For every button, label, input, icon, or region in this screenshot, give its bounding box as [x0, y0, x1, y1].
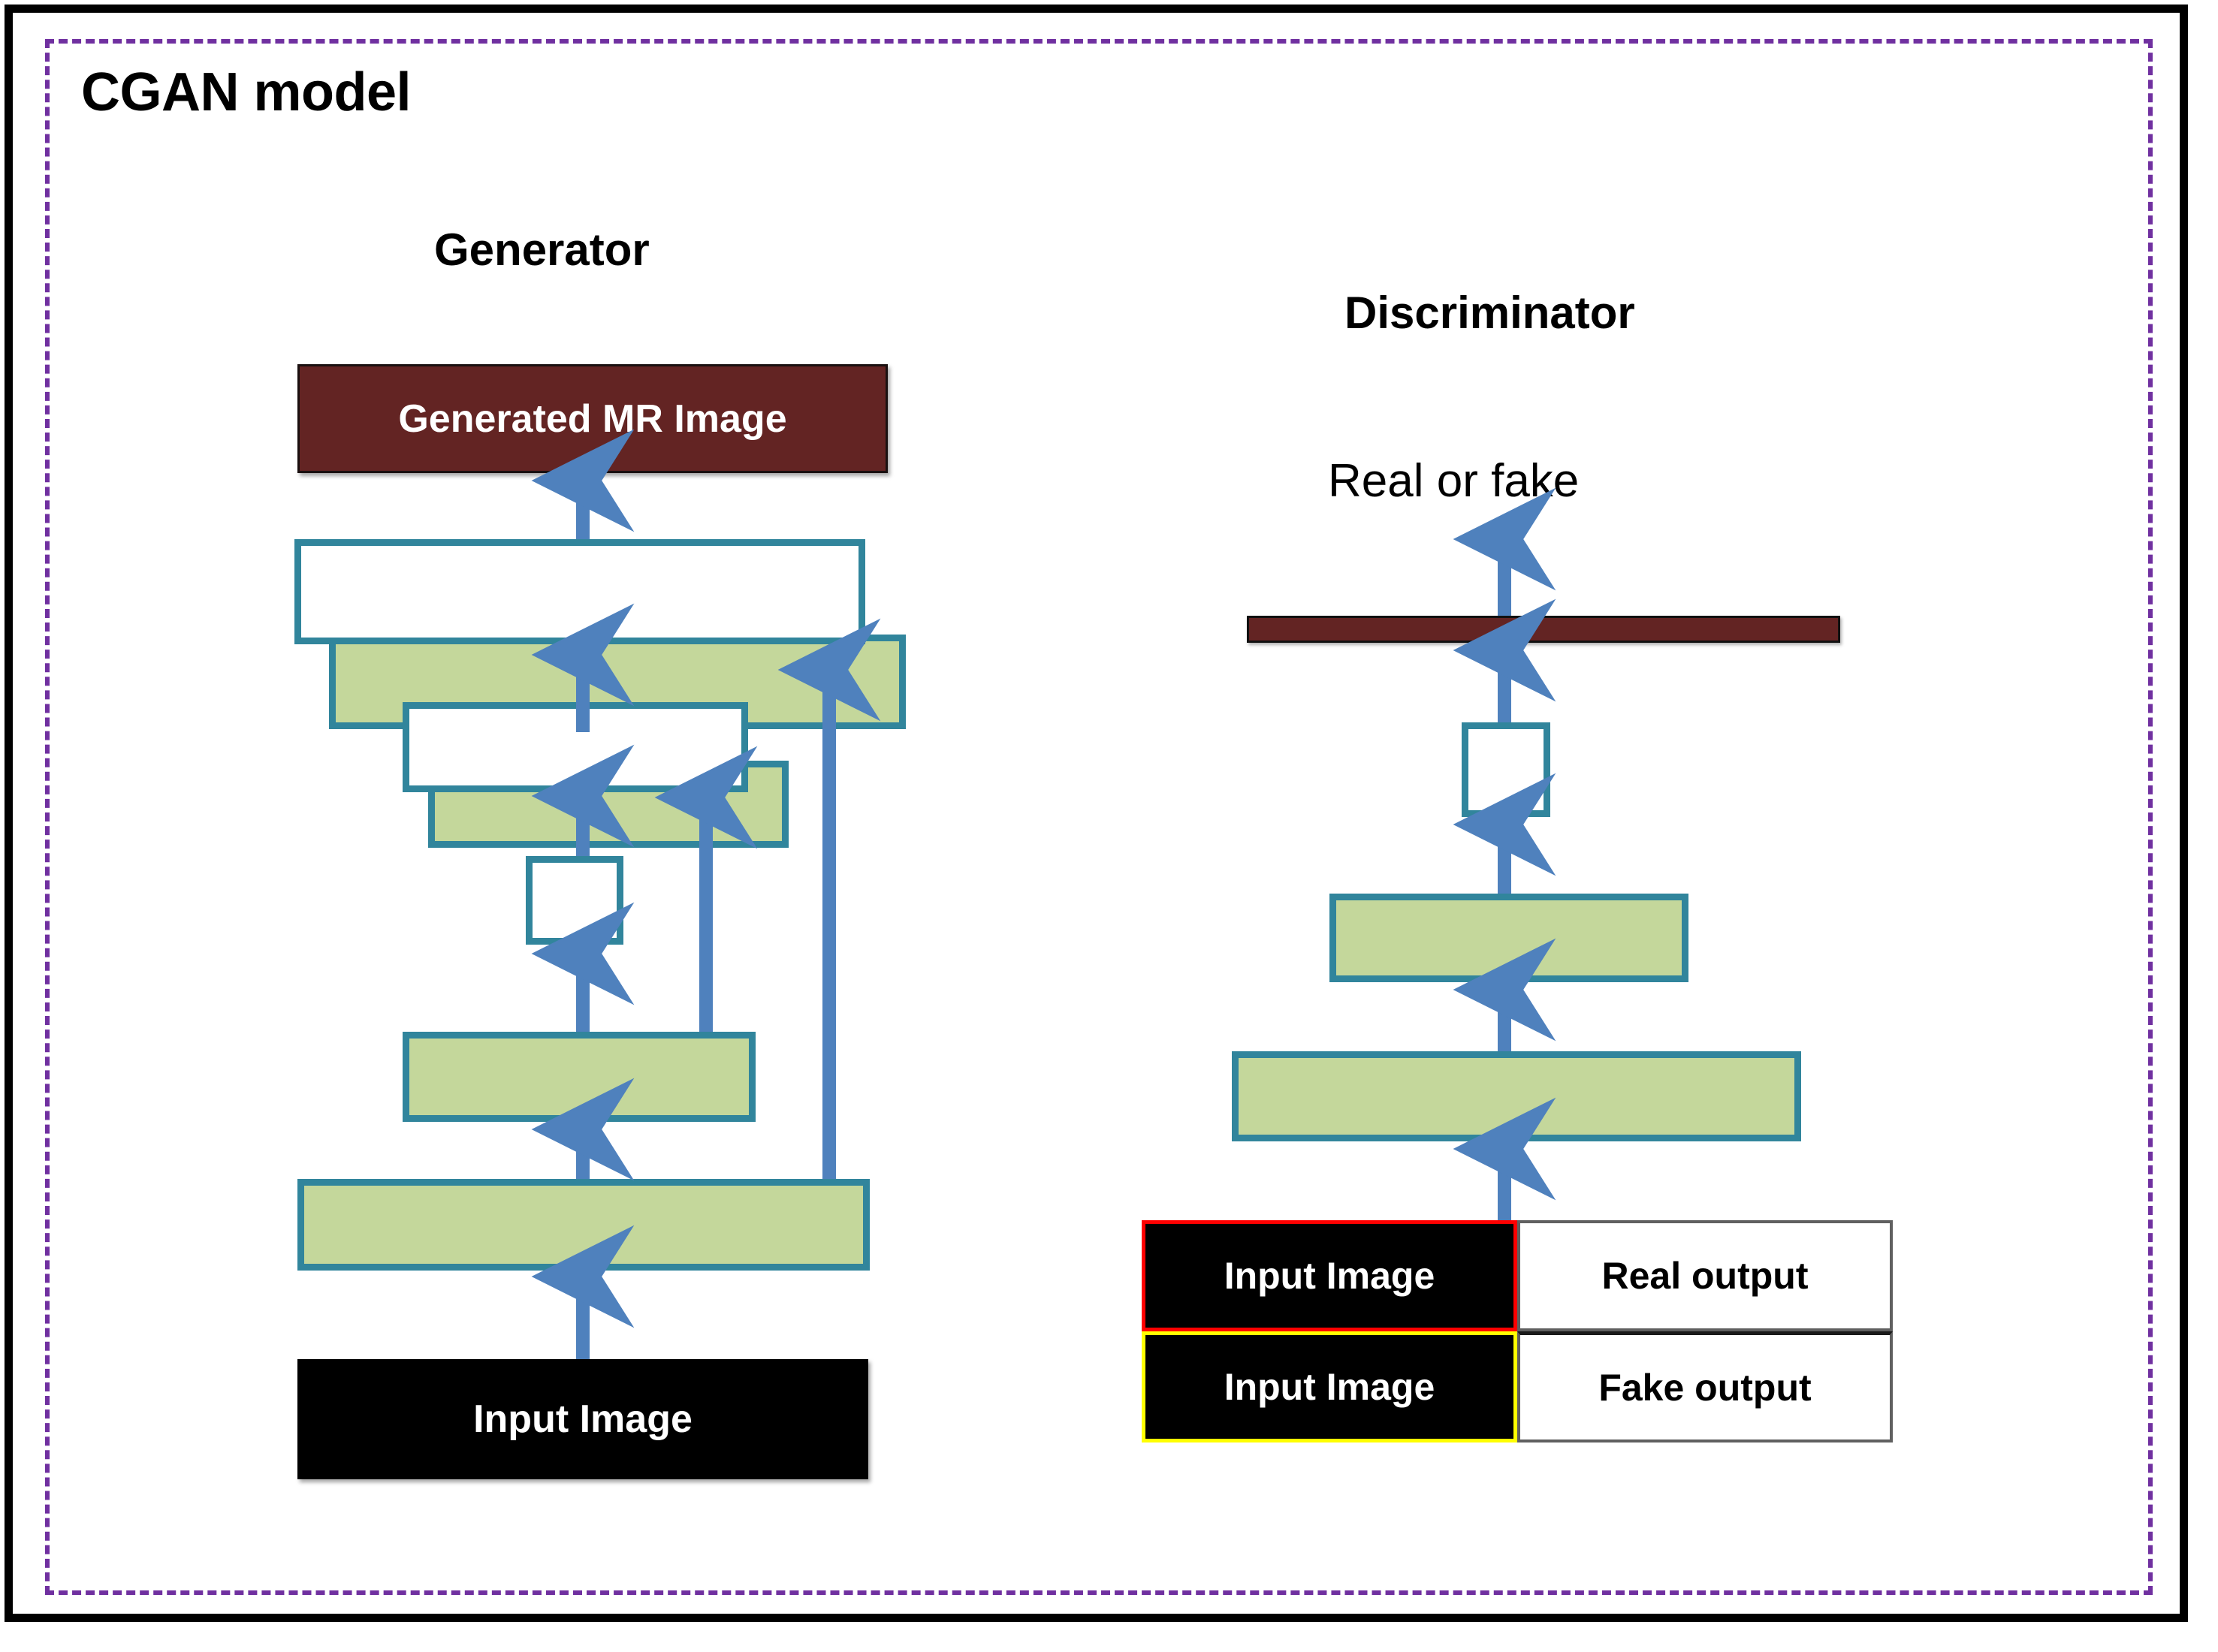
generated-mr-image-box: Generated MR Image: [297, 364, 888, 473]
discriminator-label: Discriminator: [1344, 288, 1635, 338]
discriminator-table-row-2-input: Input Image: [1142, 1331, 1517, 1442]
discriminator-dense-box: [1462, 722, 1550, 817]
generator-input-image-label: Input Image: [473, 1397, 693, 1441]
table-row-1-input-label: Input Image: [1224, 1255, 1435, 1297]
generator-bottleneck-box: [526, 856, 623, 945]
discriminator-output-bar: [1247, 616, 1840, 643]
table-row-2-output-label: Fake output: [1598, 1366, 1812, 1409]
inner-dashed-frame: [45, 39, 2153, 1595]
generated-mr-image-label: Generated MR Image: [398, 396, 787, 441]
discriminator-conv-block-2: [1329, 894, 1688, 982]
discriminator-conv-block-1: [1232, 1051, 1801, 1141]
generator-label: Generator: [434, 225, 650, 275]
page-title: CGAN model: [81, 62, 412, 122]
real-or-fake-label: Real or fake: [1328, 455, 1580, 507]
table-row-2-input-label: Input Image: [1224, 1366, 1435, 1408]
generator-input-image-box: Input Image: [297, 1359, 868, 1479]
table-row-1-output-label: Real output: [1601, 1255, 1809, 1297]
generator-decoder-block-2-white: [403, 702, 748, 792]
generator-encoder-block-2: [403, 1032, 756, 1122]
outer-black-frame: [5, 5, 2188, 1622]
discriminator-table-row-1-input: Input Image: [1142, 1220, 1517, 1331]
generator-encoder-block-1: [297, 1179, 870, 1271]
discriminator-table-row-1-output: Real output: [1517, 1220, 1893, 1331]
generator-decoder-block-1-white: [294, 539, 865, 644]
discriminator-table-row-2-output: Fake output: [1517, 1331, 1893, 1442]
